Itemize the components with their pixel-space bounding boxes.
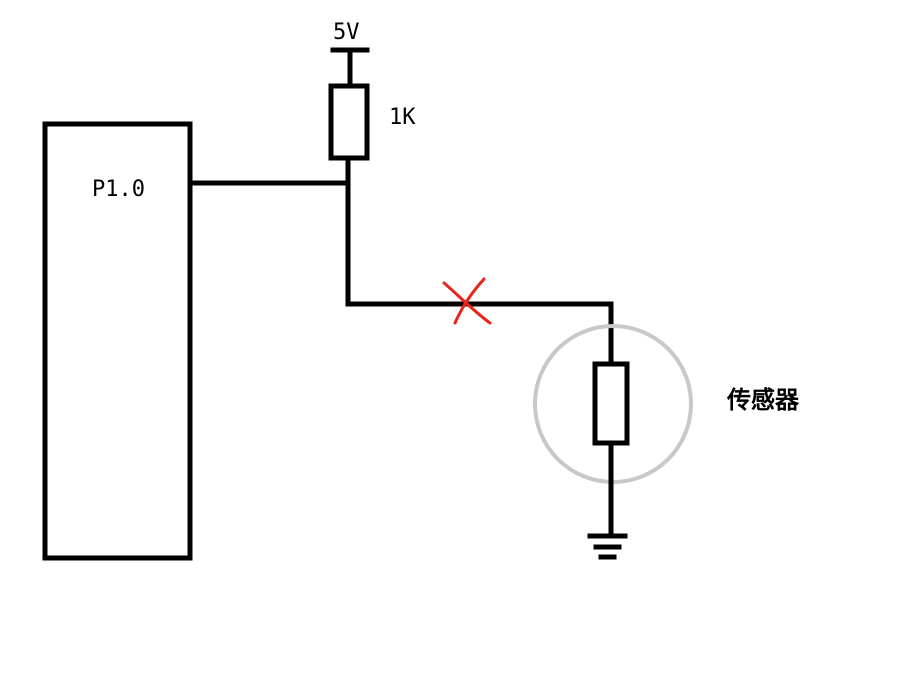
sensor-resistor bbox=[592, 361, 630, 446]
cross-icon bbox=[442, 277, 492, 325]
pullup-label: 1K bbox=[389, 105, 416, 130]
mcu-block bbox=[42, 121, 193, 561]
pullup-resistor bbox=[328, 83, 370, 161]
supply-label: 5V bbox=[333, 20, 360, 45]
mcu-pin-label: P1.0 bbox=[92, 177, 145, 202]
sensor-label: 传感器 bbox=[726, 386, 800, 414]
ground-icon bbox=[587, 533, 628, 560]
